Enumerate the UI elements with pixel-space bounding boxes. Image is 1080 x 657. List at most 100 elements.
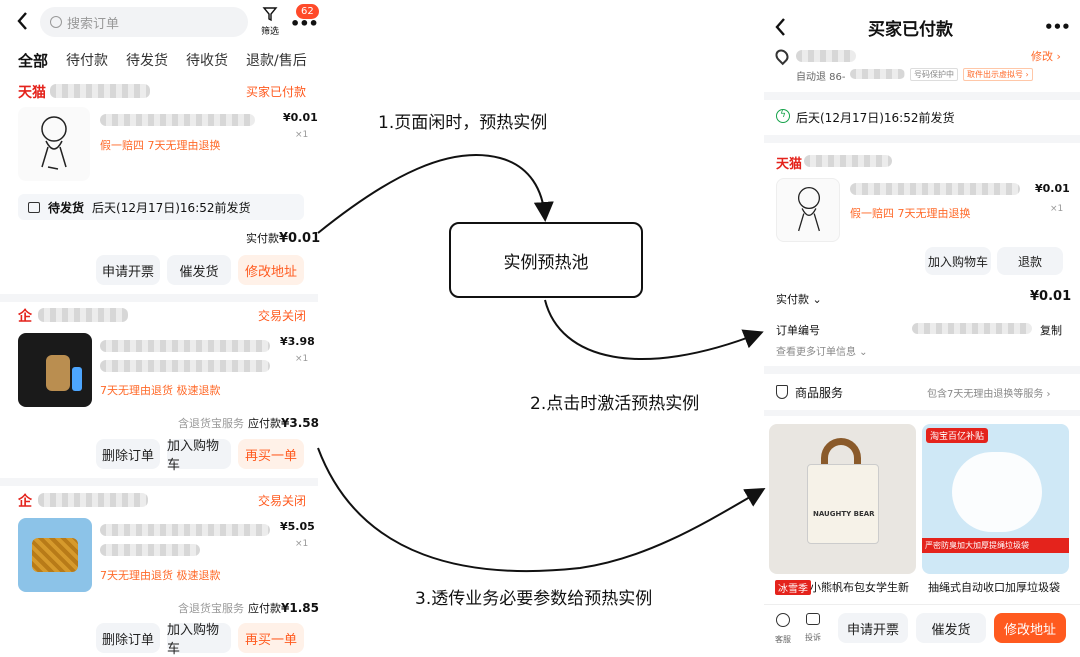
- service-tags: 假一赔四 7天无理由退换: [100, 139, 221, 152]
- filter-icon: [262, 7, 278, 22]
- tab-refund[interactable]: 退款/售后: [246, 53, 307, 69]
- number-protect-badge: 号码保护中: [910, 68, 958, 81]
- auto-return-text: 自动退 86-: [796, 72, 846, 83]
- back-icon[interactable]: [14, 10, 32, 32]
- service-tags: 假一赔四 7天无理由退换: [850, 207, 971, 220]
- tab-pending-payment[interactable]: 待付款: [66, 53, 109, 69]
- complaint-label: 投诉: [805, 633, 821, 642]
- paid-label: 应付款: [248, 417, 281, 430]
- refund-button[interactable]: 退款: [997, 247, 1063, 275]
- shop-logo-icon: 企: [18, 494, 32, 510]
- delete-order-button[interactable]: 删除订单: [96, 623, 160, 653]
- more-icon[interactable]: •••: [1044, 18, 1071, 36]
- preheat-pool-label: 实例预热池: [503, 252, 589, 273]
- buy-again-button[interactable]: 再买一单: [238, 439, 304, 469]
- step2-label: 2.点击时激活预热实例: [530, 394, 700, 414]
- filter-label: 筛选: [260, 27, 279, 37]
- complaint-button[interactable]: 投诉: [802, 613, 824, 644]
- modify-address-link[interactable]: 修改 ›: [1031, 50, 1061, 63]
- product-card-trash-bags[interactable]: 淘宝百亿补贴 严密防臭加大加厚提绳垃圾袋: [922, 424, 1069, 574]
- paid-label[interactable]: 实付款 ⌄: [776, 293, 822, 306]
- invoice-button[interactable]: 申请开票: [838, 613, 908, 643]
- item-qty: ×1: [1050, 204, 1064, 214]
- paid-label: 实付款: [246, 232, 279, 245]
- product-thumb-basket[interactable]: [18, 518, 92, 592]
- add-to-cart-button[interactable]: 加入购物车: [167, 623, 231, 657]
- order-no-label: 订单编号: [776, 324, 820, 337]
- item-price: ¥0.01: [1035, 182, 1070, 195]
- chat-icon: [806, 613, 820, 625]
- product-thumb-doll[interactable]: [18, 107, 90, 181]
- divider: [764, 135, 1080, 143]
- item-price: ¥0.01: [283, 111, 318, 124]
- more-info-link[interactable]: 查看更多订单信息 ⌄: [776, 347, 868, 358]
- product-title-blurred: [100, 340, 270, 352]
- buy-again-button[interactable]: 再买一单: [238, 623, 304, 653]
- back-icon[interactable]: [772, 16, 790, 38]
- customer-service-label: 客服: [775, 635, 791, 644]
- tab-pending-shipment[interactable]: 待发货: [126, 53, 169, 69]
- modify-address-button[interactable]: 修改地址: [994, 613, 1066, 643]
- product-title-blurred-2: [100, 544, 200, 556]
- step3-label: 3.透传业务必要参数给预热实例: [415, 589, 653, 609]
- add-to-cart-button[interactable]: 加入购物车: [925, 247, 991, 275]
- shop-logo-icon: 企: [18, 309, 32, 325]
- ship-notice: 后天(12月17日)16:52前发货: [796, 111, 955, 125]
- virtual-number-badge[interactable]: 取件出示虚拟号 ›: [963, 68, 1033, 81]
- payable-row: 含退货宝服务应付款¥3.58: [178, 415, 319, 431]
- order-tabs: 全部 待付款 待发货 待收货 退款/售后: [18, 50, 308, 71]
- service-tags: 7天无理由退货 极速退款: [100, 569, 221, 582]
- order-status: 交易关闭: [258, 494, 307, 508]
- filter-button[interactable]: 筛选: [258, 6, 282, 37]
- product2-name[interactable]: 抽绳式自动收口加厚垃圾袋: [928, 581, 1060, 594]
- product-title-blurred-2: [100, 360, 270, 372]
- product2-banner: 严密防臭加大加厚提绳垃圾袋: [922, 538, 1069, 553]
- arrow-activate: [544, 299, 764, 360]
- tab-all[interactable]: 全部: [18, 52, 49, 70]
- service-label: 商品服务: [795, 386, 844, 400]
- address-name-blurred: [796, 50, 856, 62]
- service-text[interactable]: 包含7天无理由退换等服务 ›: [927, 389, 1051, 400]
- tab-pending-receipt[interactable]: 待收货: [186, 53, 229, 69]
- item-price: ¥3.98: [280, 335, 315, 348]
- urge-ship-button[interactable]: 催发货: [167, 255, 231, 285]
- ship-text: 后天(12月17日)16:52前发货: [92, 200, 251, 215]
- product-card-bag[interactable]: NAUGHTY BEAR: [769, 424, 916, 574]
- paid-amount: ¥0.01: [1030, 289, 1072, 304]
- preheat-pool-box: 实例预热池: [449, 222, 643, 298]
- urge-ship-button[interactable]: 催发货: [916, 613, 986, 643]
- order-status: 买家已付款: [246, 85, 307, 99]
- product-thumb-jar[interactable]: [18, 333, 92, 407]
- payable-row: 含退货宝服务应付款¥1.85: [178, 600, 319, 616]
- paid-amount-row: 实付款¥0.01: [246, 230, 320, 246]
- search-box[interactable]: 搜索订单: [40, 7, 248, 37]
- divider: [764, 92, 1080, 100]
- modify-address-button[interactable]: 修改地址: [238, 255, 304, 285]
- customer-service-button[interactable]: 客服: [772, 613, 794, 646]
- shipping-notice: 待发货 后天(12月17日)16:52前发货: [18, 194, 304, 220]
- shield-icon: [776, 385, 788, 399]
- arrow-pass-params: [317, 447, 766, 573]
- tmall-logo: 天猫: [776, 157, 803, 172]
- smile-icon: [776, 613, 790, 627]
- service-tags: 7天无理由退货 极速退款: [100, 384, 221, 397]
- product1-badge: 冰雪季: [775, 580, 811, 595]
- bag-print: NAUGHTY BEAR: [813, 510, 875, 518]
- copy-button[interactable]: 复制: [1040, 324, 1062, 337]
- item-price: ¥5.05: [280, 520, 315, 533]
- item-qty: ×1: [295, 539, 309, 549]
- divider: [764, 366, 1080, 374]
- product-title-blurred: [850, 183, 1020, 195]
- search-placeholder: 搜索订单: [67, 16, 120, 32]
- shop-name-blurred: [38, 308, 128, 322]
- ship-label: 待发货: [48, 200, 85, 215]
- message-badge: 62: [296, 4, 319, 19]
- delete-order-button[interactable]: 删除订单: [96, 439, 160, 469]
- paid-amount: ¥0.01: [279, 231, 321, 246]
- product-thumb-doll[interactable]: [776, 178, 840, 242]
- product1-name[interactable]: 小熊帆布包女学生新: [810, 581, 909, 594]
- add-to-cart-button[interactable]: 加入购物车: [167, 439, 231, 473]
- service-note: 含退货宝服务: [178, 602, 244, 615]
- invoice-button[interactable]: 申请开票: [96, 255, 160, 285]
